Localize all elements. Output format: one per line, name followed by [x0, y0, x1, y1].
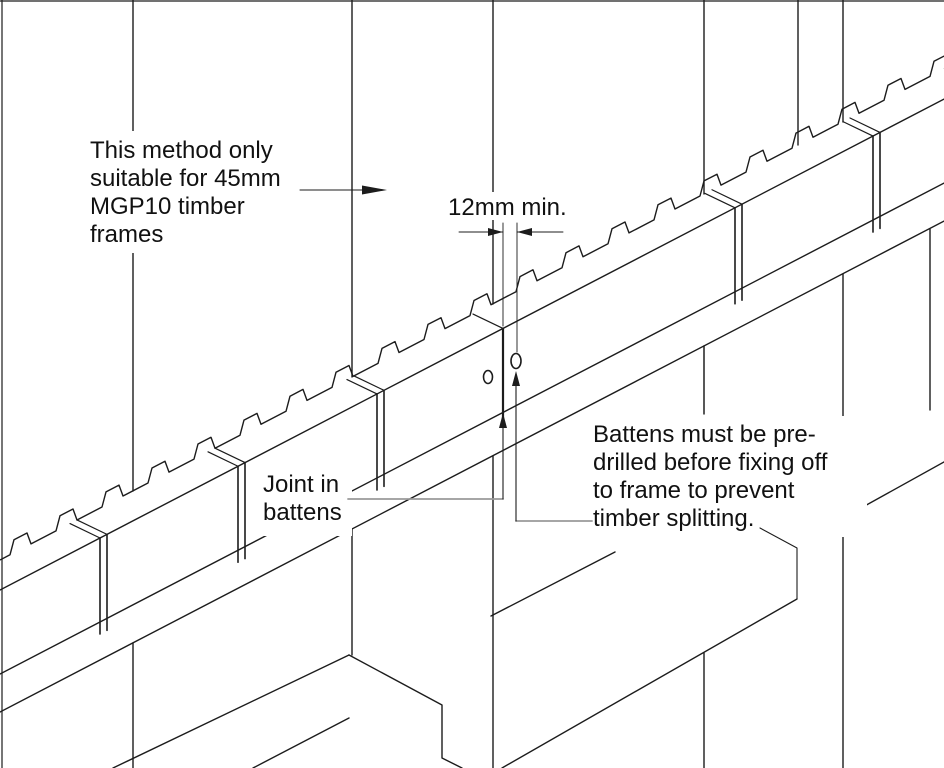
batten-joint-cap	[69, 522, 101, 539]
text-mask	[442, 192, 576, 220]
dimension-label: 12mm min.	[448, 194, 567, 221]
predrill-note-text: to frame to prevent	[593, 477, 795, 504]
predrill-note-text: timber splitting.	[593, 505, 754, 532]
nogging-edge	[501, 598, 798, 768]
method-note-text: suitable for 45mm	[90, 165, 281, 192]
method-note-arrowhead	[362, 185, 387, 195]
batten-joint-cap	[207, 451, 239, 467]
predrill-note-text: drilled before fixing off	[593, 449, 828, 476]
splitting-note-leader	[759, 527, 798, 600]
text-mask	[84, 131, 300, 253]
dimension-arrowhead	[517, 228, 532, 236]
method-note-text: This method only	[90, 137, 273, 164]
text-mask	[256, 466, 352, 536]
dimension-arrowhead	[488, 228, 503, 236]
nogging-edge	[490, 551, 616, 617]
batten-joint-cap	[346, 378, 378, 395]
batten-joint-cap	[214, 447, 246, 464]
batten-lower-edge	[0, 220, 944, 713]
method-note-text: MGP10 timber	[90, 193, 245, 220]
batten-joint-cap	[711, 189, 743, 205]
batten-top-edge	[0, 98, 944, 591]
text-mask	[586, 416, 867, 537]
nogging-edge	[112, 654, 350, 768]
hole-pointer-arrowhead	[512, 371, 520, 386]
nogging-edge	[348, 654, 463, 768]
batten-serrated-edge	[0, 55, 944, 561]
joint-in-battens-label: Joint in	[263, 471, 339, 498]
predrill-note-text: Battens must be pre-	[593, 421, 816, 448]
method-note-text: frames	[90, 221, 163, 248]
batten-joint-cap	[76, 519, 108, 535]
joint-in-battens-label: battens	[263, 499, 342, 526]
pre-drilled-hole	[482, 369, 494, 385]
nogging-edge	[252, 717, 350, 768]
batten-joint-cap	[704, 192, 736, 209]
batten-joint-cap	[849, 117, 881, 133]
batten-bottom-edge	[0, 182, 944, 675]
pre-drilled-hole	[510, 352, 522, 370]
hole-pointer-arrowhead	[499, 413, 507, 428]
batten-joint-cap	[472, 313, 504, 330]
batten-joint-cap	[842, 121, 874, 137]
batten-joint-cap	[353, 375, 385, 391]
